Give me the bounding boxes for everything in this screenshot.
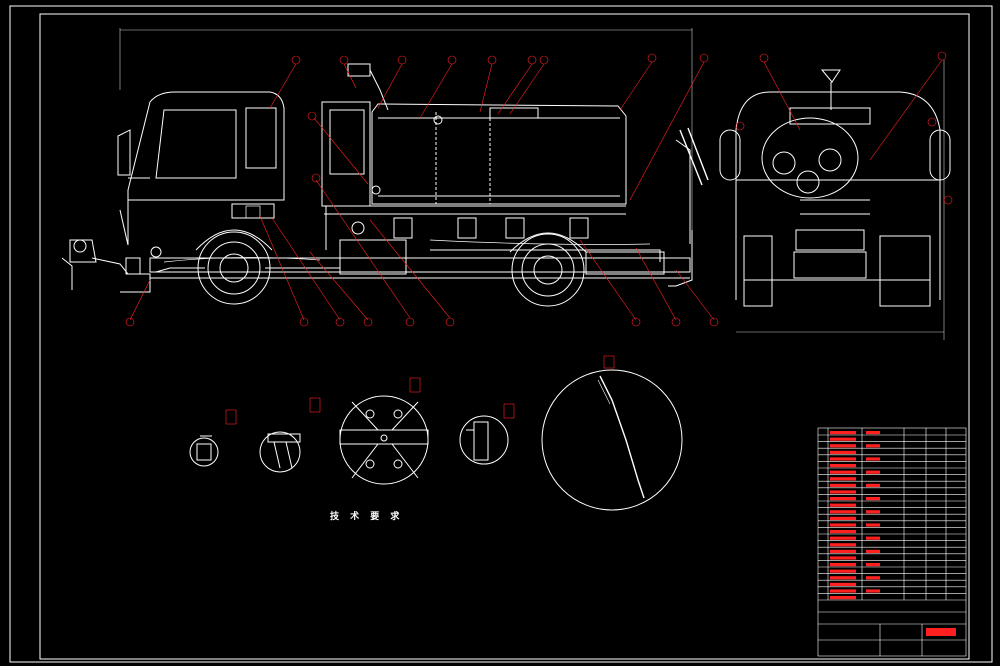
- bom-row-material: [866, 444, 880, 448]
- bom-row-material: [866, 523, 880, 527]
- bom-row-material: [866, 483, 880, 487]
- bom-row-name: [830, 464, 856, 468]
- bom-row-name: [830, 523, 856, 527]
- bom-row-material: [866, 563, 880, 567]
- detail-e: [541, 355, 683, 511]
- inner-frame: [39, 13, 970, 660]
- bom-row-name: [830, 470, 856, 474]
- bom-row-name: [830, 431, 856, 435]
- bom-row-name: [830, 549, 856, 553]
- bom-row-material: [866, 589, 880, 593]
- bom-table: [817, 427, 967, 657]
- detail-d: [459, 403, 515, 465]
- bom-row-name: [830, 556, 856, 560]
- bom-row-name: [830, 503, 856, 507]
- bom-row-name: [830, 516, 856, 520]
- bom-row-name: [830, 510, 856, 514]
- bom-row-material: [866, 549, 880, 553]
- bom-row-name: [830, 582, 856, 586]
- bom-row-name: [830, 596, 856, 600]
- side-view: [61, 28, 709, 307]
- notes-heading: 技 术 要 求: [330, 512, 404, 522]
- detail-c: [339, 377, 429, 485]
- bom-row-material: [866, 431, 880, 435]
- bom-row-material: [866, 470, 880, 474]
- bom-row-name: [830, 477, 856, 481]
- bom-row-material: [866, 457, 880, 461]
- bom-row-name: [830, 563, 856, 567]
- rear-view: [719, 60, 951, 340]
- detail-a: [189, 409, 237, 467]
- rear-leaders: [735, 51, 953, 205]
- bom-row-name: [830, 437, 856, 441]
- bom-row-material: [866, 536, 880, 540]
- bom-row-name: [830, 569, 856, 573]
- bom-row-name: [830, 444, 856, 448]
- side-callouts: [125, 53, 719, 327]
- bom-row-name: [830, 543, 856, 547]
- bom-row-name: [830, 530, 856, 534]
- bom-row-material: [866, 510, 880, 514]
- detail-b: [259, 397, 321, 473]
- bom-row-material: [866, 497, 880, 501]
- bom-row-name: [830, 576, 856, 580]
- bom-row-name: [830, 450, 856, 454]
- bom-row-name: [830, 457, 856, 461]
- side-leaders: [129, 61, 715, 321]
- bom-row-name: [830, 483, 856, 487]
- bom-row-name: [830, 490, 856, 494]
- bom-row-name: [830, 536, 856, 540]
- bom-row-name: [830, 497, 856, 501]
- outer-frame: [9, 5, 993, 663]
- bom-row-name: [830, 589, 856, 593]
- bom-row-material: [866, 576, 880, 580]
